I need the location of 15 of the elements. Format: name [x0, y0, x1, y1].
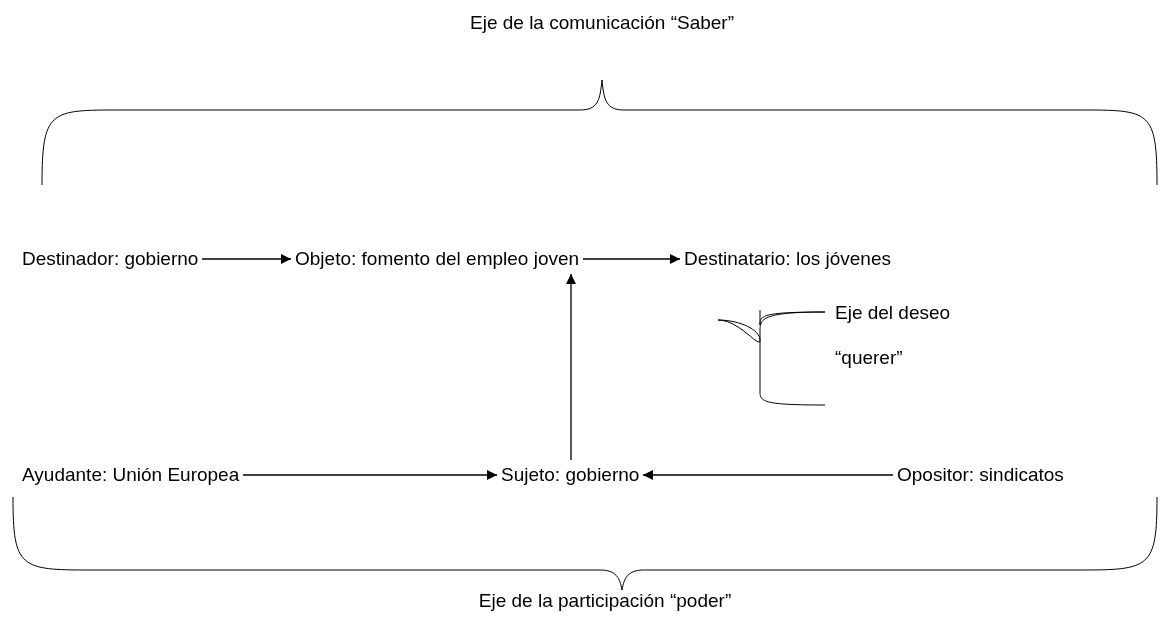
arrow	[642, 469, 894, 481]
arrow	[242, 469, 498, 481]
role-text: Destinatario: los jóvenes	[680, 244, 895, 274]
role-text: Ayudante: Unión Europea	[18, 460, 244, 490]
role-text: Destinador: gobierno	[18, 244, 203, 274]
axis-label: Eje de la participación “poder”	[478, 589, 732, 613]
axis-label: Eje del deseo	[835, 301, 951, 325]
arrow	[565, 273, 577, 461]
role-text: Opositor: sindicatos	[893, 460, 1068, 490]
arrow	[582, 253, 681, 265]
role-text: Sujeto: gobierno	[497, 460, 644, 490]
axis-label: Eje de la comunicación “Saber”	[470, 11, 734, 35]
role-text: Objeto: fomento del empleo joven	[291, 244, 584, 274]
axis-label: “querer”	[835, 346, 903, 370]
arrow	[201, 253, 292, 265]
